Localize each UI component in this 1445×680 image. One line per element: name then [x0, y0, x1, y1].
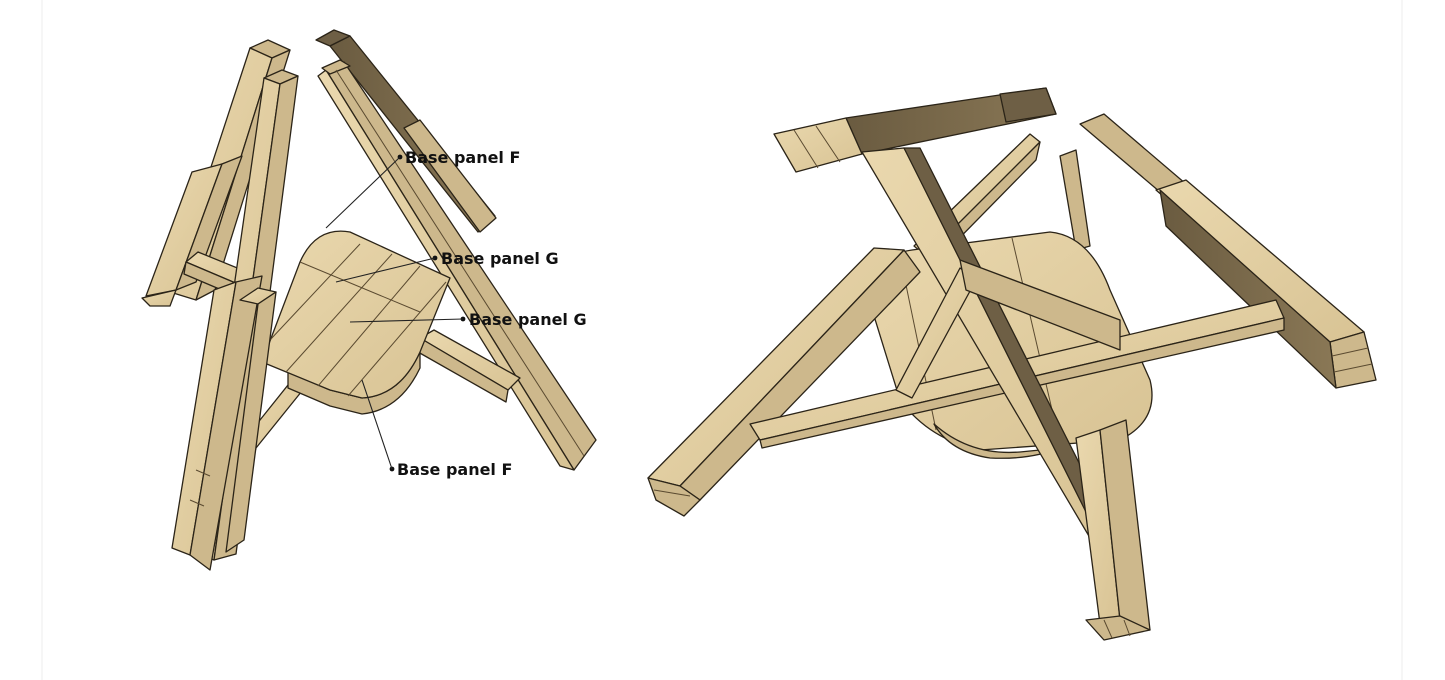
right-arm-top — [773, 87, 1057, 173]
leader-line-g-upper — [335, 257, 436, 283]
right-base-illustration — [647, 87, 1377, 641]
leader-line-g-lower — [349, 318, 464, 323]
left-seat-panels — [261, 230, 451, 415]
left-leg-front — [171, 69, 299, 571]
label-base-panel-g-lower: Base panel G — [469, 310, 587, 329]
left-base-illustration: Base panel F Base panel G Base panel G B… — [141, 29, 597, 571]
right-arm-left — [647, 247, 921, 517]
label-base-panel-g-upper: Base panel G — [441, 249, 559, 268]
leader-line-f-top — [325, 156, 401, 229]
right-arm-right — [1079, 113, 1377, 389]
label-base-panel-f-top: Base panel F — [405, 148, 520, 167]
left-leg-right — [315, 29, 597, 471]
right-brace-diagonal — [861, 147, 1121, 549]
leader-line-f-bottom — [361, 379, 393, 470]
right-leg-bottom — [1075, 419, 1151, 641]
label-base-panel-f-bottom: Base panel F — [397, 460, 512, 479]
left-leader-lines — [325, 154, 466, 472]
